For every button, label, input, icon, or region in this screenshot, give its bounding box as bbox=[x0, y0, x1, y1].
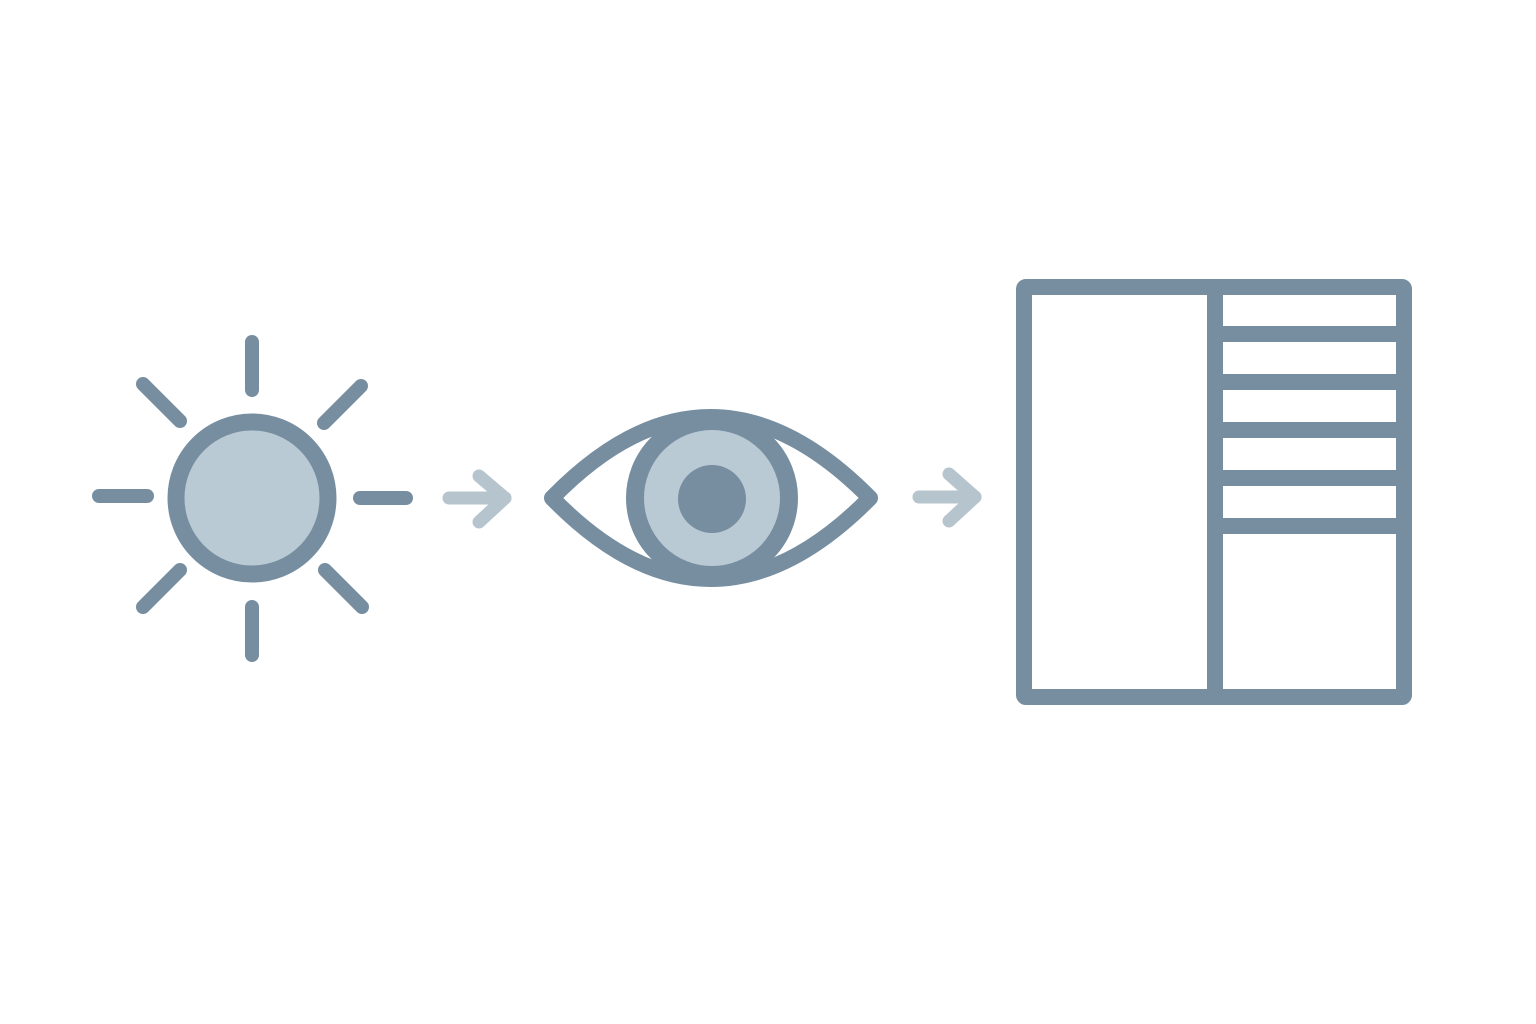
sun-ray-top-left bbox=[136, 377, 187, 428]
sun-rays bbox=[92, 335, 413, 662]
sun-ray-bottom-left bbox=[136, 563, 187, 614]
layout-panel-rows bbox=[1215, 326, 1404, 534]
eye-pupil bbox=[678, 465, 746, 533]
arrow-2-head bbox=[942, 467, 982, 528]
sun-ray-bottom-right bbox=[318, 563, 369, 614]
arrow-right-icon bbox=[912, 467, 982, 528]
sun-icon bbox=[92, 335, 413, 662]
arrow-1-head bbox=[472, 469, 512, 529]
sun-core bbox=[167, 413, 337, 583]
sun-ray-top-right bbox=[317, 379, 368, 430]
arrow-right-icon bbox=[442, 469, 512, 529]
layout-panel-icon bbox=[1016, 279, 1412, 705]
eye-icon bbox=[544, 409, 878, 587]
